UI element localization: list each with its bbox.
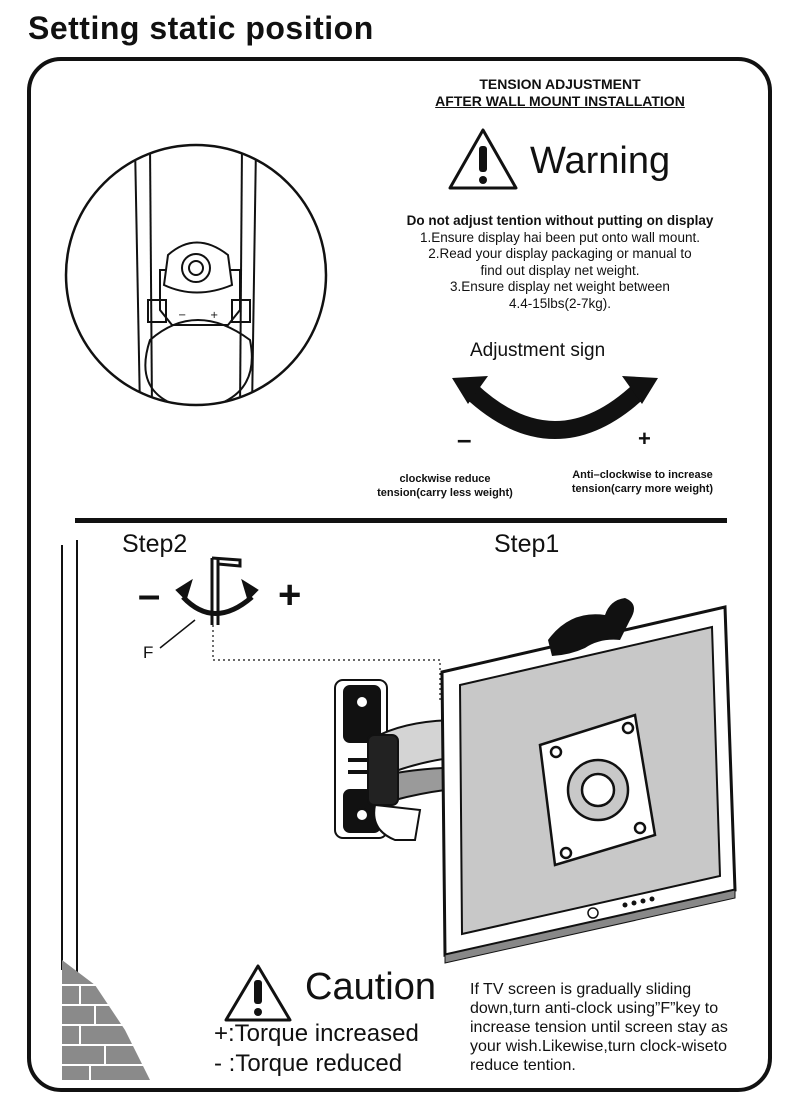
adjustment-arrow-icon <box>452 376 658 439</box>
svg-text:+: + <box>210 310 218 321</box>
hex-key-icon <box>159 556 441 700</box>
step2-plus-sign: + <box>278 573 302 617</box>
clockwise-line1: clockwise reduce <box>399 473 491 485</box>
caution-instruction-text: If TV screen is gradually sliding down,t… <box>470 981 728 1074</box>
adjustment-sign-label: Adjustment sign <box>470 340 606 361</box>
step2-minus-sign: – <box>138 573 161 617</box>
warning-label: Warning <box>530 140 671 182</box>
caution-label: Caution <box>305 966 436 1008</box>
caution-icon <box>224 964 292 1022</box>
clockwise-description: clockwise reduce tension(carry less weig… <box>355 472 535 500</box>
adjustment-plus-sign: + <box>638 426 651 451</box>
tension-adjustment-title: TENSION ADJUSTMENT AFTER WALL MOUNT INST… <box>395 76 725 110</box>
key-f-label: F <box>143 643 154 662</box>
vesa-plate-illustration <box>538 713 657 867</box>
torque-increased-text: +:Torque increased <box>214 1020 419 1047</box>
anticlockwise-line2: tension(carry more weight) <box>571 483 714 495</box>
warning-instructions: Do not adjust tention without putting on… <box>355 213 765 312</box>
torque-reduced-text: - :Torque reduced <box>214 1050 403 1077</box>
hand-icon <box>548 598 634 656</box>
svg-text:−: − <box>178 310 186 321</box>
anticlockwise-line1: Anti–clockwise to increase <box>572 469 713 481</box>
tension-title-line1: TENSION ADJUSTMENT <box>479 76 641 92</box>
warning-line: 2.Read your display packaging or manual … <box>428 246 692 261</box>
warning-icon <box>448 128 518 190</box>
wall-illustration <box>61 540 150 1080</box>
warning-heading: Do not adjust tention without putting on… <box>406 213 714 228</box>
warning-line: find out display net weight. <box>480 262 640 278</box>
instruction-frame <box>27 57 772 1092</box>
adjustment-minus-sign: – <box>457 424 472 454</box>
tension-title-line2: AFTER WALL MOUNT INSTALLATION <box>435 93 685 109</box>
page-title: Setting static position <box>28 10 374 46</box>
warning-line: 4.4-15lbs(2-7kg). <box>508 295 612 311</box>
section-divider <box>75 518 727 523</box>
wall-plate-illustration <box>334 679 388 839</box>
warning-line: 1.Ensure display hai been put onto wall … <box>420 229 700 245</box>
step1-label: Step1 <box>494 530 560 558</box>
hinge-zoom-illustration: + − <box>64 143 328 407</box>
anticlockwise-description: Anti–clockwise to increase tension(carry… <box>540 468 745 496</box>
warning-line: 3.Ensure display net weight between <box>450 279 670 294</box>
clockwise-line2: tension(carry less weight) <box>377 487 513 499</box>
step2-label: Step2 <box>122 530 188 558</box>
